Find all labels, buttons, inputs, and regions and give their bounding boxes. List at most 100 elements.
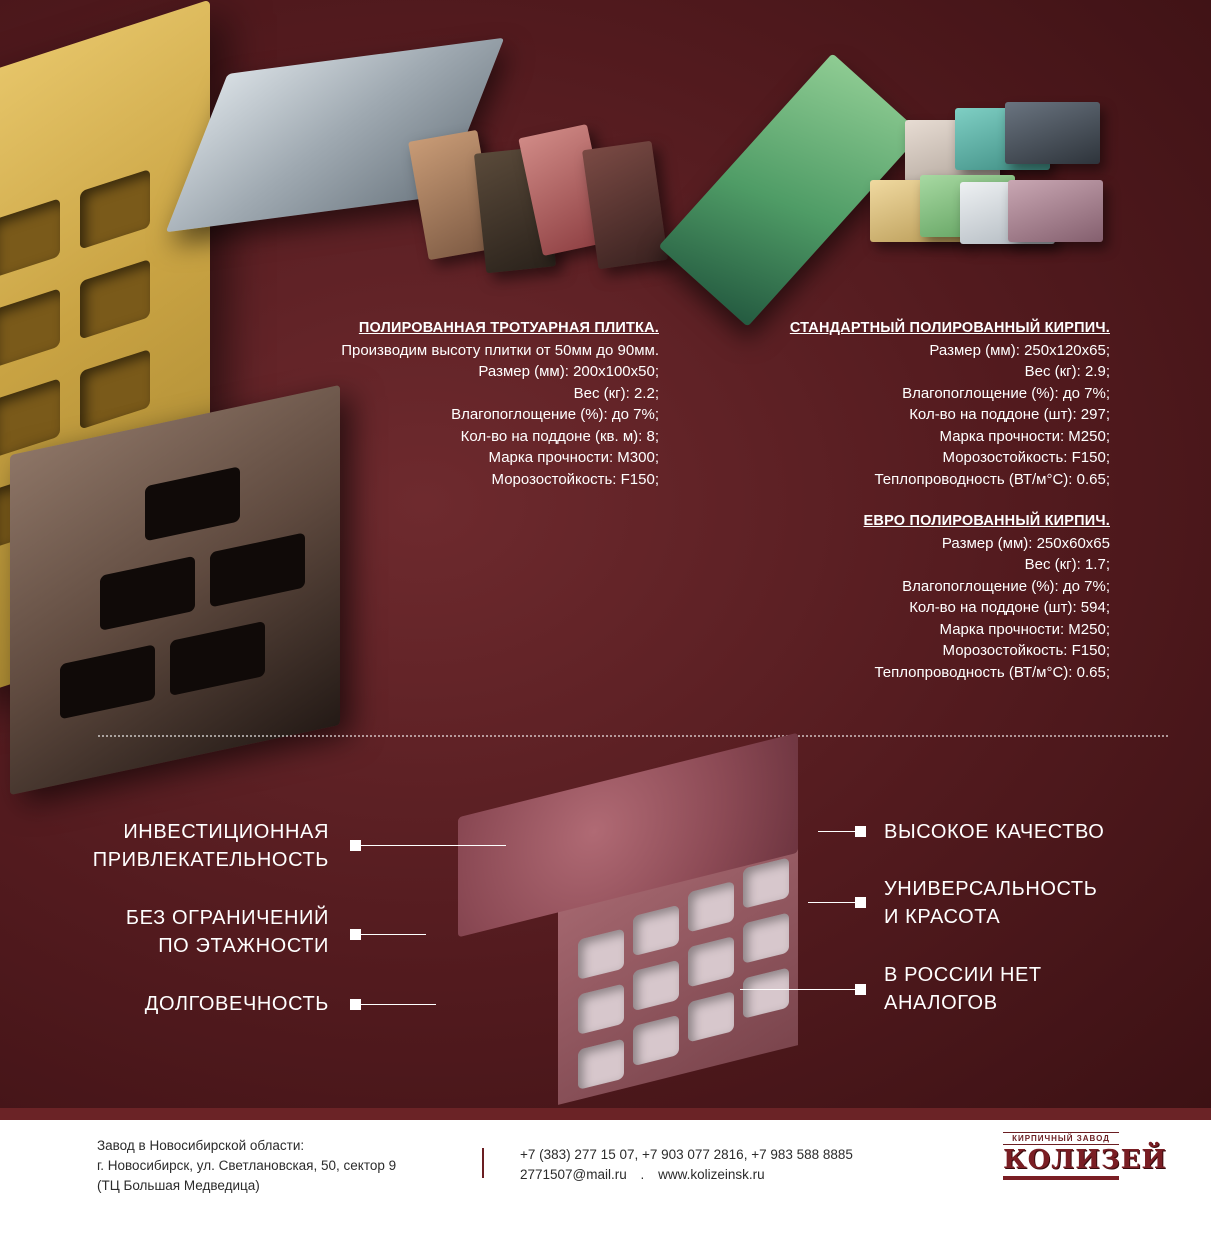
- spec-line: Вес (кг): 1.7;: [1024, 556, 1110, 573]
- kolizey-logo: КИРПИЧНЫЙ ЗАВОД КОЛИЗЕЙ: [1003, 1132, 1167, 1194]
- spec-line: Марка прочности: М250;: [939, 427, 1110, 445]
- brick-hole: [743, 857, 789, 909]
- feature-no-analogs: В РОССИИ НЕТ АНАЛОГОВ: [884, 961, 1042, 1017]
- brick-hole: [578, 1038, 624, 1090]
- footer-address: Завод в Новосибирской области: г. Новоси…: [97, 1136, 396, 1196]
- feature-line: ВЫСОКОЕ КАЧЕСТВО: [884, 821, 1105, 843]
- spec-line: Размер (мм): 250х120х65;: [929, 341, 1110, 359]
- brick-hole: [743, 912, 789, 964]
- standard-title: СТАНДАРТНЫЙ ПОЛИРОВАННЫЙ КИРПИЧ.: [789, 320, 1110, 336]
- connector-line: [356, 1004, 436, 1005]
- feature-line: В РОССИИ НЕТ: [884, 964, 1042, 986]
- spec-line: Морозостойкость: F150;: [942, 449, 1110, 466]
- feature-line: ДОЛГОВЕЧНОСТЬ: [144, 993, 329, 1015]
- bottom-band: [0, 1108, 1211, 1120]
- euro-spec: ЕВРО ПОЛИРОВАННЫЙ КИРПИЧ. Размер (мм): 2…: [864, 511, 1110, 683]
- feature-line: УНИВЕРСАЛЬНОСТЬ: [884, 878, 1098, 900]
- footer: Завод в Новосибирской области: г. Новоси…: [0, 1120, 1211, 1240]
- mini-brick-image: [1005, 102, 1100, 164]
- feature-line: И КРАСОТА: [884, 906, 1001, 928]
- feature-line: ИНВЕСТИЦИОННАЯ: [123, 821, 329, 843]
- brick-hole: [60, 644, 155, 720]
- connector-line: [740, 989, 860, 990]
- phone-numbers[interactable]: +7 (383) 277 15 07, +7 903 077 2816, +7 …: [520, 1147, 853, 1162]
- dark-brick-image: [10, 384, 340, 796]
- connector-marker: [350, 999, 361, 1010]
- feature-line: ПО ЭТАЖНОСТИ: [158, 935, 329, 957]
- brick-hole: [633, 1014, 679, 1067]
- mini-brick-image: [1008, 180, 1103, 242]
- brick-hole: [170, 620, 265, 697]
- connector-marker: [855, 897, 866, 908]
- spec-line: Морозостойкость: F150;: [942, 642, 1110, 659]
- spec-line: Производим высоту плитки от 50мм до 90мм…: [341, 341, 659, 359]
- paving-title: ПОЛИРОВАННАЯ ТРОТУАРНАЯ ПЛИТКА.: [358, 320, 659, 336]
- footer-separator: [482, 1148, 484, 1178]
- feature-line: АНАЛОГОВ: [884, 992, 998, 1014]
- feature-quality: ВЫСОКОЕ КАЧЕСТВО: [884, 818, 1104, 846]
- brick-hole: [80, 258, 150, 340]
- spec-line: Кол-во на поддоне (шт): 594;: [909, 599, 1110, 616]
- brick-hole: [578, 928, 624, 980]
- dotted-divider: [98, 735, 1168, 737]
- brick-hole: [210, 532, 305, 608]
- feature-versatility: УНИВЕРСАЛЬНОСТЬ И КРАСОТА: [884, 875, 1097, 931]
- spec-line: Марка прочности: М250;: [939, 620, 1110, 638]
- contact-dot: .: [640, 1167, 645, 1182]
- brick-hole: [743, 967, 789, 1019]
- main-brick-image: [458, 732, 798, 1105]
- standard-spec: СТАНДАРТНЫЙ ПОЛИРОВАННЫЙ КИРПИЧ. Размер …: [790, 318, 1110, 490]
- footer-contacts: +7 (383) 277 15 07, +7 903 077 2816, +7 …: [520, 1145, 853, 1185]
- connector-line: [356, 934, 426, 935]
- brick-hole: [688, 991, 734, 1043]
- feature-durability: ДОЛГОВЕЧНОСТЬ: [145, 990, 329, 1018]
- feature-line: ПРИВЛЕКАТЕЛЬНОСТЬ: [92, 849, 329, 871]
- euro-title: ЕВРО ПОЛИРОВАННЫЙ КИРПИЧ.: [863, 513, 1110, 529]
- spec-line: Размер (мм): 200х100х50;: [478, 363, 659, 380]
- brick-hole: [100, 555, 195, 631]
- address-line: (ТЦ Большая Медведица): [97, 1178, 260, 1193]
- connector-line: [818, 831, 860, 832]
- spec-line: Кол-во на поддоне (кв. м): 8;: [460, 427, 659, 445]
- spec-line: Вес (кг): 2.9;: [1024, 363, 1110, 380]
- spec-line: Влагопоглощение (%): до 7%;: [451, 406, 659, 423]
- brick-hole: [688, 936, 734, 988]
- brick-hole: [145, 466, 240, 542]
- spec-line: Влагопоглощение (%): до 7%;: [902, 577, 1110, 595]
- brick-hole: [80, 168, 150, 250]
- spec-line: Вес (кг): 2.2;: [573, 384, 659, 402]
- poster-background: ПОЛИРОВАННАЯ ТРОТУАРНАЯ ПЛИТКА. Производ…: [0, 0, 1211, 1118]
- spec-line: Марка прочности: М300;: [488, 449, 659, 466]
- logo-tagline: КИРПИЧНЫЙ ЗАВОД: [1003, 1132, 1119, 1145]
- brick-hole: [0, 288, 60, 369]
- feature-investment: ИНВЕСТИЦИОННАЯ ПРИВЛЕКАТЕЛЬНОСТЬ: [93, 818, 329, 874]
- brick-hole: [80, 348, 150, 430]
- small-brick-image: [581, 140, 669, 270]
- address-line: г. Новосибирск, ул. Светлановская, 50, с…: [97, 1158, 397, 1173]
- logo-bar: [1003, 1176, 1119, 1180]
- brick-hole: [0, 198, 60, 279]
- brick-hole: [578, 983, 624, 1035]
- spec-line: Кол-во на поддоне (шт): 297;: [909, 406, 1110, 423]
- connector-marker: [350, 929, 361, 940]
- email-link[interactable]: 2771507@mail.ru: [520, 1167, 627, 1182]
- spec-line: Размер (мм): 250х60х65: [941, 534, 1110, 552]
- logo-wordmark: КОЛИЗЕЙ: [1003, 1145, 1167, 1175]
- feature-floors: БЕЗ ОГРАНИЧЕНИЙ ПО ЭТАЖНОСТИ: [126, 904, 329, 960]
- connector-marker: [350, 840, 361, 851]
- connector-marker: [855, 826, 866, 837]
- feature-line: БЕЗ ОГРАНИЧЕНИЙ: [125, 907, 329, 929]
- spec-line: Влагопоглощение (%): до 7%;: [902, 384, 1110, 402]
- brick-hole: [633, 959, 679, 1012]
- paving-spec: ПОЛИРОВАННАЯ ТРОТУАРНАЯ ПЛИТКА. Производ…: [341, 318, 659, 490]
- connector-line: [808, 902, 860, 903]
- connector-line: [356, 845, 506, 846]
- brick-hole: [688, 881, 734, 933]
- spec-line: Теплопроводность (ВТ/м°С): 0.65;: [874, 663, 1110, 681]
- spec-line: Морозостойкость: F150;: [491, 470, 659, 488]
- brick-hole: [633, 904, 679, 957]
- spec-line: Теплопроводность (ВТ/м°С): 0.65;: [874, 470, 1110, 488]
- connector-marker: [855, 984, 866, 995]
- address-line: Завод в Новосибирской области:: [97, 1138, 305, 1153]
- website-link[interactable]: www.kolizeinsk.ru: [658, 1167, 765, 1182]
